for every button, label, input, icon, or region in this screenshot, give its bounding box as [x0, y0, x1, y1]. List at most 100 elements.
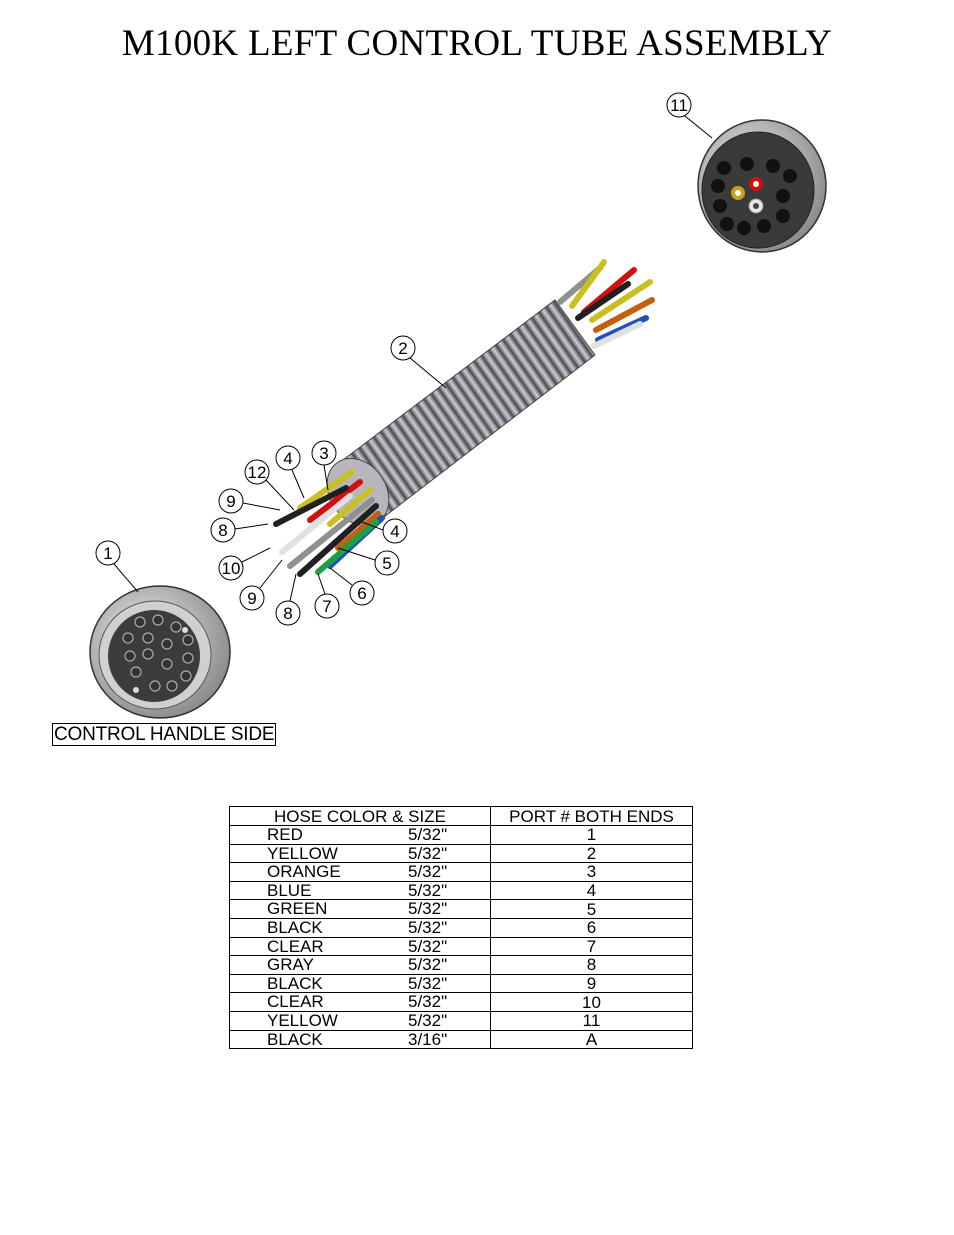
port-number: 3 — [490, 862, 693, 882]
hose-color-cell: RED 5/32" — [229, 825, 491, 845]
hose-size: 5/32" — [408, 917, 448, 937]
hose-color: GRAY — [267, 955, 314, 975]
table-row: GRAY 5/32" 8 — [229, 955, 693, 975]
callout-8a: 8 — [210, 517, 269, 543]
port-number: 2 — [490, 843, 693, 864]
port-number: 5 — [490, 899, 693, 919]
table-row: ORANGE 5/32" 3 — [229, 862, 693, 882]
callout-9a: 9 — [218, 488, 281, 514]
hose-size: 5/32" — [408, 955, 448, 975]
hoses-left — [273, 469, 385, 577]
callout-11: 11 — [666, 92, 713, 139]
hose-size: 5/32" — [408, 973, 448, 993]
hose-color-cell: GRAY 5/32" — [229, 955, 491, 975]
hose-table: HOSE COLOR & SIZE PORT # BOTH ENDS RED 5/… — [229, 806, 693, 1050]
hose-size: 3/16" — [408, 1029, 448, 1049]
svg-text:1: 1 — [103, 544, 112, 563]
table-header-row: HOSE COLOR & SIZE PORT # BOTH ENDS — [229, 806, 693, 826]
assembly-diagram: 11 2 4 3 12 9 8 10 4 5 9 6 8 7 1 — [89, 92, 827, 719]
svg-text:6: 6 — [357, 584, 366, 603]
svg-text:4: 4 — [283, 449, 292, 468]
callout-4a: 4 — [275, 445, 305, 499]
svg-text:9: 9 — [247, 589, 256, 608]
hose-color: ORANGE — [267, 862, 341, 882]
table-row: YELLOW 5/32" 2 — [229, 843, 693, 864]
callout-6: 6 — [329, 567, 375, 606]
table-row: BLACK 5/32" 6 — [229, 917, 693, 938]
callout-4b: 4 — [361, 518, 408, 544]
callout-10: 10 — [218, 547, 271, 581]
table-row: RED 5/32" 1 — [229, 825, 693, 845]
hose-color-cell: CLEAR 5/32" — [229, 992, 491, 1012]
hose-size: 5/32" — [408, 880, 448, 900]
callout-8b: 8 — [275, 573, 301, 626]
hose-color: CLEAR — [267, 992, 324, 1012]
control-handle-side-label: CONTROL HANDLE SIDE — [52, 723, 277, 746]
port-number: 7 — [490, 936, 693, 957]
svg-text:10: 10 — [222, 559, 241, 578]
table-row: YELLOW 5/32" 11 — [229, 1010, 693, 1031]
callouts: 11 2 4 3 12 9 8 10 4 5 9 6 8 7 1 — [95, 92, 713, 626]
hose-color: RED — [267, 825, 303, 844]
header-hose-color: HOSE COLOR & SIZE — [229, 806, 491, 826]
hose-size: 5/32" — [408, 843, 448, 863]
svg-text:7: 7 — [322, 597, 331, 616]
callout-3: 3 — [311, 440, 337, 491]
hose-size: 5/32" — [408, 825, 448, 844]
header-port: PORT # BOTH ENDS — [490, 806, 693, 826]
port-number: 6 — [490, 917, 693, 938]
hose-color-cell: BLACK 5/32" — [229, 973, 491, 994]
callout-9b: 9 — [239, 559, 283, 611]
hose-color: BLUE — [267, 880, 312, 900]
callout-1: 1 — [95, 540, 139, 593]
hose-color: BLACK — [267, 917, 323, 937]
hose-color-cell: ORANGE 5/32" — [229, 862, 491, 882]
svg-text:11: 11 — [670, 96, 688, 115]
port-number: A — [490, 1029, 693, 1050]
hose-size: 5/32" — [408, 1010, 448, 1030]
callout-5: 5 — [337, 547, 400, 576]
hose-color: BLACK — [267, 973, 323, 993]
svg-text:5: 5 — [382, 554, 391, 573]
table-row: BLACK 5/32" 9 — [229, 973, 693, 994]
hose-color-cell: YELLOW 5/32" — [229, 1010, 491, 1031]
table-row: BLUE 5/32" 4 — [229, 880, 693, 901]
table-row: CLEAR 5/32" 7 — [229, 936, 693, 957]
page-title: M100K LEFT CONTROL TUBE ASSEMBLY — [121, 23, 833, 64]
port-number: 8 — [490, 955, 693, 975]
hose-color-cell: BLACK 5/32" — [229, 917, 491, 938]
svg-text:9: 9 — [226, 492, 235, 511]
svg-text:2: 2 — [398, 339, 407, 358]
hose-color: CLEAR — [267, 936, 324, 956]
hose-color-cell: BLUE 5/32" — [229, 880, 491, 901]
hose-color-cell: YELLOW 5/32" — [229, 843, 491, 864]
hose-size: 5/32" — [408, 992, 448, 1012]
hose-size: 5/32" — [408, 862, 448, 882]
svg-text:12: 12 — [248, 463, 267, 482]
hose-color: GREEN — [267, 899, 328, 919]
port-number: 11 — [490, 1010, 693, 1031]
port-number: 9 — [490, 973, 693, 994]
hose-color-cell: CLEAR 5/32" — [229, 936, 491, 957]
hose-color: YELLOW — [267, 843, 338, 863]
port-number: 1 — [490, 825, 693, 845]
hose-size: 5/32" — [408, 936, 448, 956]
svg-text:8: 8 — [218, 521, 227, 540]
port-number: 10 — [490, 992, 693, 1012]
callout-7: 7 — [314, 573, 340, 619]
right-connector — [697, 119, 827, 253]
port-number: 4 — [490, 880, 693, 901]
svg-text:8: 8 — [283, 604, 292, 623]
callout-12: 12 — [244, 459, 295, 511]
callout-2: 2 — [390, 335, 447, 389]
hose-color: YELLOW — [267, 1010, 338, 1030]
left-connector — [89, 585, 231, 719]
svg-text:3: 3 — [319, 444, 328, 463]
svg-text:4: 4 — [390, 522, 399, 541]
hoses-right — [557, 259, 655, 349]
table-row: CLEAR 5/32" 10 — [229, 992, 693, 1012]
